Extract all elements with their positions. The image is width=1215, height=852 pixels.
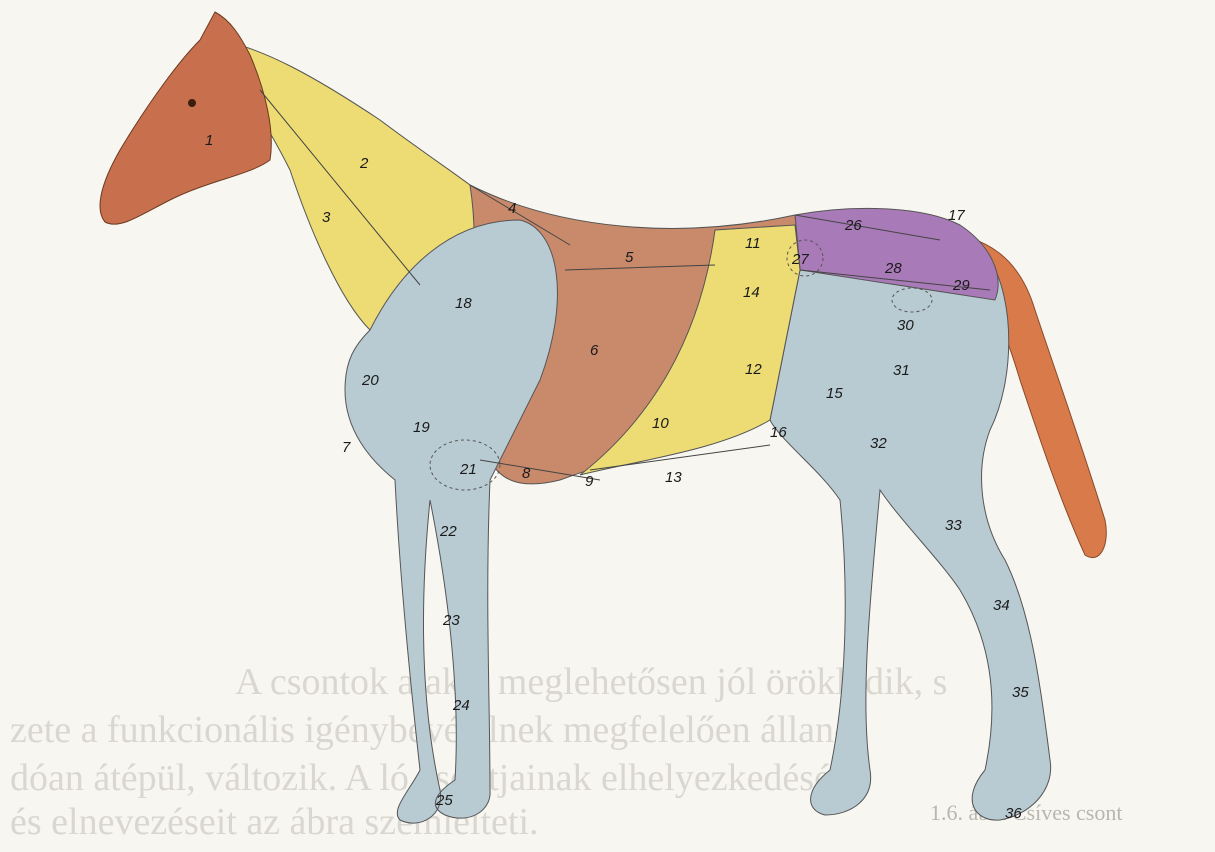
head-region [100, 12, 271, 224]
label-11: 11 [745, 235, 761, 252]
eye [188, 99, 196, 107]
label-31: 31 [893, 362, 910, 379]
label-2: 2 [359, 155, 369, 172]
label-22: 22 [439, 523, 457, 540]
label-23: 23 [442, 612, 460, 629]
label-8: 8 [522, 465, 531, 482]
label-26: 26 [844, 217, 862, 234]
label-13: 13 [665, 469, 682, 486]
label-10: 10 [652, 415, 669, 432]
label-33: 33 [945, 517, 962, 534]
label-20: 20 [361, 372, 379, 389]
label-19: 19 [413, 419, 430, 436]
label-5: 5 [625, 249, 634, 266]
label-15: 15 [826, 385, 843, 402]
label-4: 4 [508, 200, 516, 217]
label-14: 14 [743, 284, 760, 301]
label-34: 34 [993, 597, 1010, 614]
label-28: 28 [884, 260, 902, 277]
label-7: 7 [342, 439, 351, 456]
label-29: 29 [952, 277, 970, 294]
label-6: 6 [590, 342, 599, 359]
label-3: 3 [322, 209, 331, 226]
label-9: 9 [585, 473, 594, 490]
label-32: 32 [870, 435, 887, 452]
label-17: 17 [948, 207, 965, 224]
label-30: 30 [897, 317, 914, 334]
label-18: 18 [455, 295, 472, 312]
label-27: 27 [791, 251, 809, 268]
label-16: 16 [770, 424, 787, 441]
hind-leg-region [770, 260, 1051, 820]
label-36: 36 [1005, 805, 1022, 822]
label-25: 25 [435, 792, 453, 809]
label-1: 1 [205, 132, 213, 149]
label-21: 21 [459, 461, 477, 478]
label-24: 24 [452, 697, 470, 714]
label-35: 35 [1012, 684, 1029, 701]
label-12: 12 [745, 361, 762, 378]
